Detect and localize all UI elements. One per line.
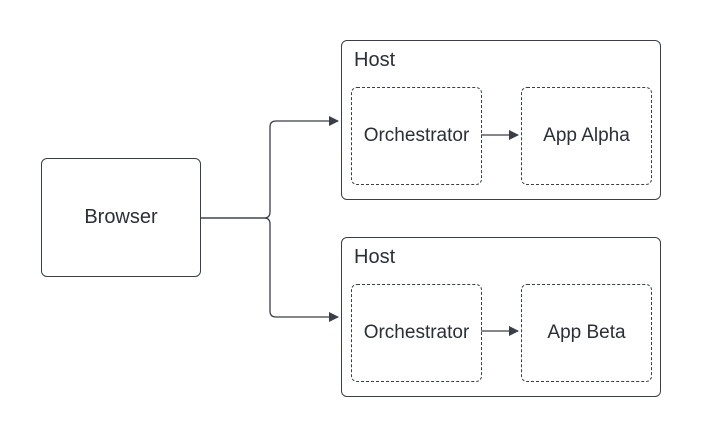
app-beta-node: App Beta [521, 284, 652, 382]
edge-browser-to-host-2 [201, 217, 339, 322]
host-node-2: Host Orchestrator App Beta [341, 237, 661, 397]
app-beta-label: App Beta [547, 322, 626, 343]
browser-label: Browser [84, 206, 158, 228]
browser-node: Browser [41, 158, 201, 277]
host-node-1: Host Orchestrator App Alpha [341, 40, 661, 200]
app-alpha-node: App Alpha [521, 87, 652, 185]
orchestrator-node-1: Orchestrator [351, 87, 482, 185]
app-alpha-label: App Alpha [543, 125, 630, 146]
edge-browser-to-host-1 [201, 116, 339, 219]
orchestrator-label-2: Orchestrator [363, 322, 470, 343]
host-title-1: Host [354, 49, 396, 71]
orchestrator-label-1: Orchestrator [363, 125, 470, 146]
host-title-2: Host [354, 246, 396, 268]
orchestrator-node-2: Orchestrator [351, 284, 482, 382]
